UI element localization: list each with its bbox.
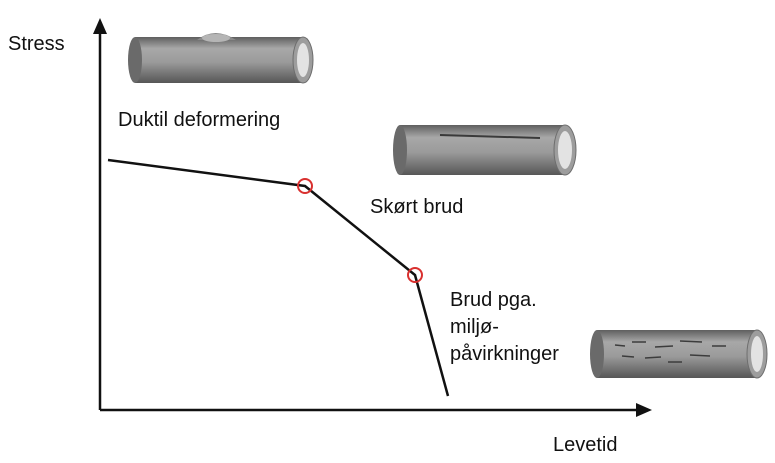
environmental-label-line2: miljø- — [450, 316, 499, 338]
environmental-label-line3: påvirkninger — [450, 343, 559, 365]
environmental-label-line1: Brud pga. — [450, 289, 537, 311]
pipe-crack-icon — [393, 124, 577, 176]
y-axis-label: Stress — [8, 33, 65, 55]
stress-curve — [107, 158, 450, 397]
pipe-cracks-icon — [590, 329, 768, 379]
brittle-label: Skørt brud — [370, 196, 463, 218]
pipe-bulge-icon — [128, 33, 314, 84]
ductile-label: Duktil deformering — [118, 109, 280, 131]
transition-marker-2 — [407, 267, 423, 283]
x-axis-arrow — [636, 403, 652, 417]
y-axis-arrow — [93, 18, 107, 34]
transition-marker-1 — [297, 178, 313, 194]
x-axis-label: Levetid — [553, 434, 618, 456]
